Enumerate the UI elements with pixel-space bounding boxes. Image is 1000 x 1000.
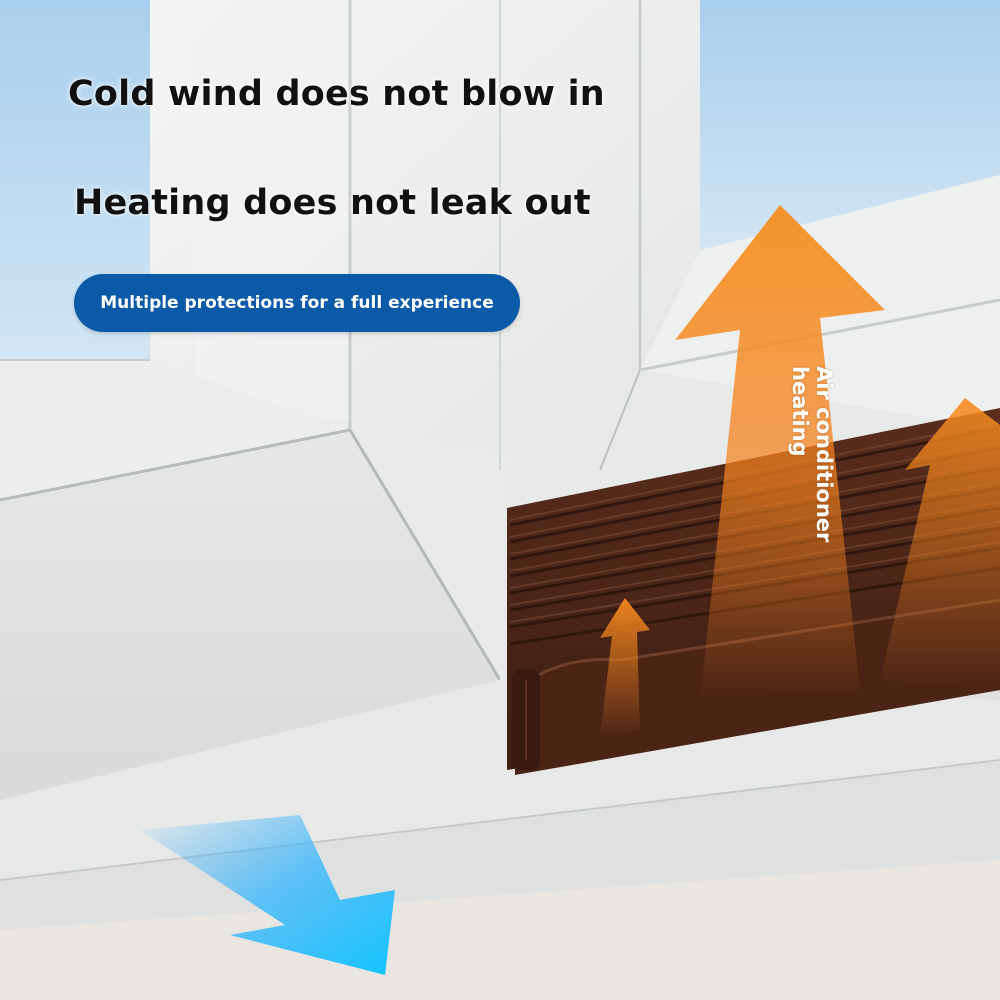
cold-air-arrow [140,815,395,975]
arrow-label-line2: heating [788,366,812,457]
feature-badge: Multiple protections for a full experien… [74,274,520,332]
air-conditioner-heating-label: Air conditioner heating [784,366,836,543]
warm-air-arrow-medium [880,398,1000,690]
warm-air-arrow-small [600,598,650,738]
feature-badge-label: Multiple protections for a full experien… [100,293,494,313]
headline-cold-wind: Cold wind does not blow in [68,74,605,114]
warm-air-arrow-large [675,205,885,700]
headline-heating: Heating does not leak out [74,183,591,223]
arrow-label-line1: Air conditioner [812,366,836,543]
